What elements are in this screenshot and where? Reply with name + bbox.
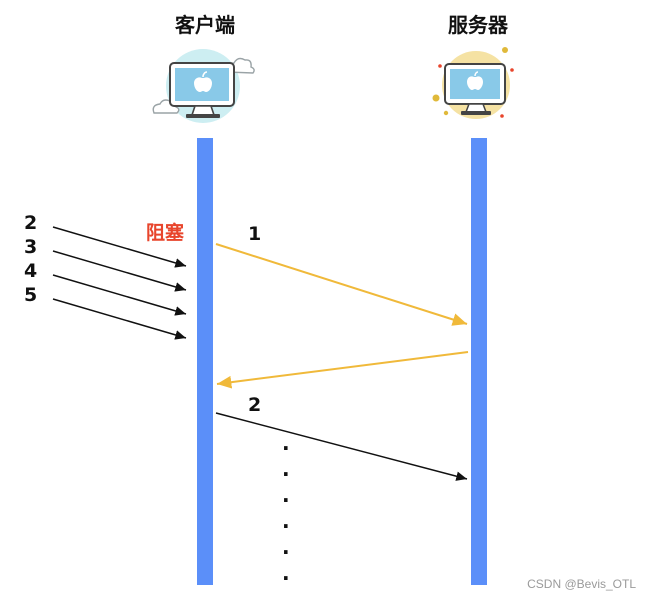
- computer-with-clouds-icon: [152, 49, 255, 123]
- computer-with-sun-icon: [432, 47, 514, 119]
- client-title: 客户端: [174, 13, 235, 37]
- request-2-arrow: [215, 412, 468, 481]
- continuation-dot: .: [282, 483, 290, 507]
- client-lifeline: [197, 138, 213, 585]
- continuation-dot: .: [282, 535, 290, 559]
- pending-request-label-4: 4: [24, 260, 37, 282]
- request-1-label: 1: [248, 223, 261, 245]
- pending-request-arrow: [52, 298, 187, 340]
- pending-request-arrow: [52, 226, 187, 268]
- watermark: CSDN @Bevis_OTL: [527, 577, 636, 591]
- continuation-dot: .: [282, 509, 290, 533]
- server-lifeline: [471, 138, 487, 585]
- request-2-label: 2: [248, 394, 261, 416]
- pending-request-label-3: 3: [24, 236, 37, 258]
- pending-request-arrow: [52, 250, 187, 292]
- continuation-dot: .: [282, 431, 290, 455]
- continuation-dot: .: [282, 457, 290, 481]
- pending-request-arrow: [52, 274, 187, 316]
- pending-request-label-2: 2: [24, 212, 37, 234]
- request-1-arrow: [215, 243, 468, 326]
- server-title: 服务器: [448, 13, 509, 37]
- blocked-label: 阻塞: [146, 221, 185, 244]
- response-1-arrow: [216, 351, 469, 389]
- pending-request-label-5: 5: [24, 284, 37, 306]
- continuation-dot: .: [282, 561, 290, 585]
